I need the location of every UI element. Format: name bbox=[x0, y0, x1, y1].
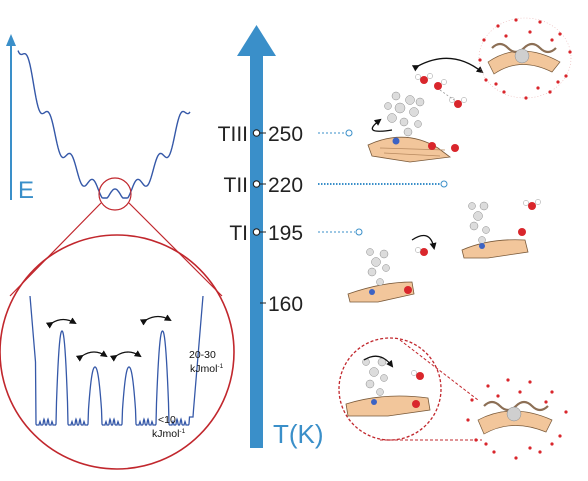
hop-arrow-3 bbox=[109, 350, 142, 362]
barrier-low-unit: kJmol bbox=[152, 428, 179, 440]
protein-ti-illustration bbox=[347, 234, 437, 303]
zoom-large-circle bbox=[0, 234, 235, 470]
hop-arrow-2 bbox=[75, 350, 108, 362]
temperature-axis-bar bbox=[250, 54, 263, 448]
protein-tii-illustration bbox=[461, 199, 541, 259]
tick-ti: TI 195 bbox=[229, 222, 303, 245]
hop-arrow-1 bbox=[45, 317, 77, 329]
zoom-callout bbox=[0, 177, 235, 470]
barrier-high-value: 20-30 bbox=[189, 349, 216, 361]
barrier-low-exp: -1 bbox=[179, 428, 185, 435]
tick-tii: TII 220 bbox=[224, 174, 304, 197]
svg-text:kJmol-1: kJmol-1 bbox=[152, 428, 186, 440]
temperature-axis-label: T(K) bbox=[273, 419, 324, 449]
zoomed-hydration-illustration bbox=[338, 337, 482, 441]
tick-tii-phase: TII bbox=[224, 174, 249, 197]
svg-text:kJmol-1: kJmol-1 bbox=[190, 363, 224, 375]
tick-160-value: 160 bbox=[268, 293, 303, 316]
barrier-high-exp: -1 bbox=[217, 363, 223, 370]
energy-axis-label: E bbox=[18, 177, 34, 204]
solvated-protein-top bbox=[478, 17, 572, 100]
energy-axis: E bbox=[6, 34, 34, 204]
tick-tiii-value: 250 bbox=[268, 123, 303, 146]
zoom-small-circle bbox=[98, 177, 132, 211]
tick-ti-phase: TI bbox=[229, 222, 248, 245]
tick-tiii: TIII 250 bbox=[218, 123, 303, 146]
hydration-dashed-circle bbox=[338, 337, 442, 441]
barrier-labels: 20-30 kJmol-1 <10 kJmol-1 bbox=[152, 349, 224, 440]
tick-ti-value: 195 bbox=[268, 222, 303, 245]
leader-lines bbox=[318, 129, 448, 236]
tick-160: 160 bbox=[260, 293, 303, 316]
energy-funnel-curve bbox=[17, 50, 191, 199]
tick-tii-value: 220 bbox=[268, 174, 303, 197]
hop-arrow-4 bbox=[139, 314, 172, 326]
tick-tiii-phase: TIII bbox=[218, 123, 248, 146]
solvated-protein-bottom bbox=[466, 378, 568, 460]
temperature-axis-arrowhead bbox=[237, 25, 276, 56]
barrier-low-value: <10 bbox=[158, 414, 176, 426]
hopping-arrows bbox=[45, 314, 172, 362]
substates-curve bbox=[29, 295, 204, 426]
protein-tiii-illustration bbox=[367, 57, 484, 163]
barrier-high-unit: kJmol bbox=[190, 363, 217, 375]
temperature-axis: T(K) bbox=[237, 25, 324, 449]
